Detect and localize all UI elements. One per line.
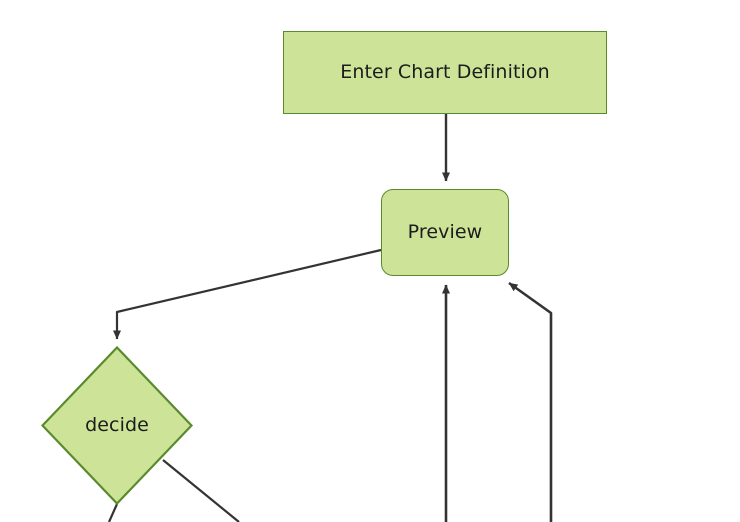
edge-decide-right-out bbox=[162, 459, 240, 522]
node-enter-chart-definition[interactable]: Enter Chart Definition bbox=[283, 31, 607, 114]
edge-preview-to-decide bbox=[113, 248, 382, 340]
edge-bottom-right-to-preview bbox=[508, 281, 553, 522]
node-label: Enter Chart Definition bbox=[340, 61, 550, 84]
node-preview[interactable]: Preview bbox=[381, 189, 509, 276]
diamond-shape bbox=[41, 346, 193, 505]
node-decide[interactable]: decide bbox=[41, 346, 193, 505]
node-label: decide bbox=[85, 414, 149, 437]
node-label: Preview bbox=[407, 221, 483, 244]
edge-decide-bottom-out bbox=[107, 503, 119, 522]
